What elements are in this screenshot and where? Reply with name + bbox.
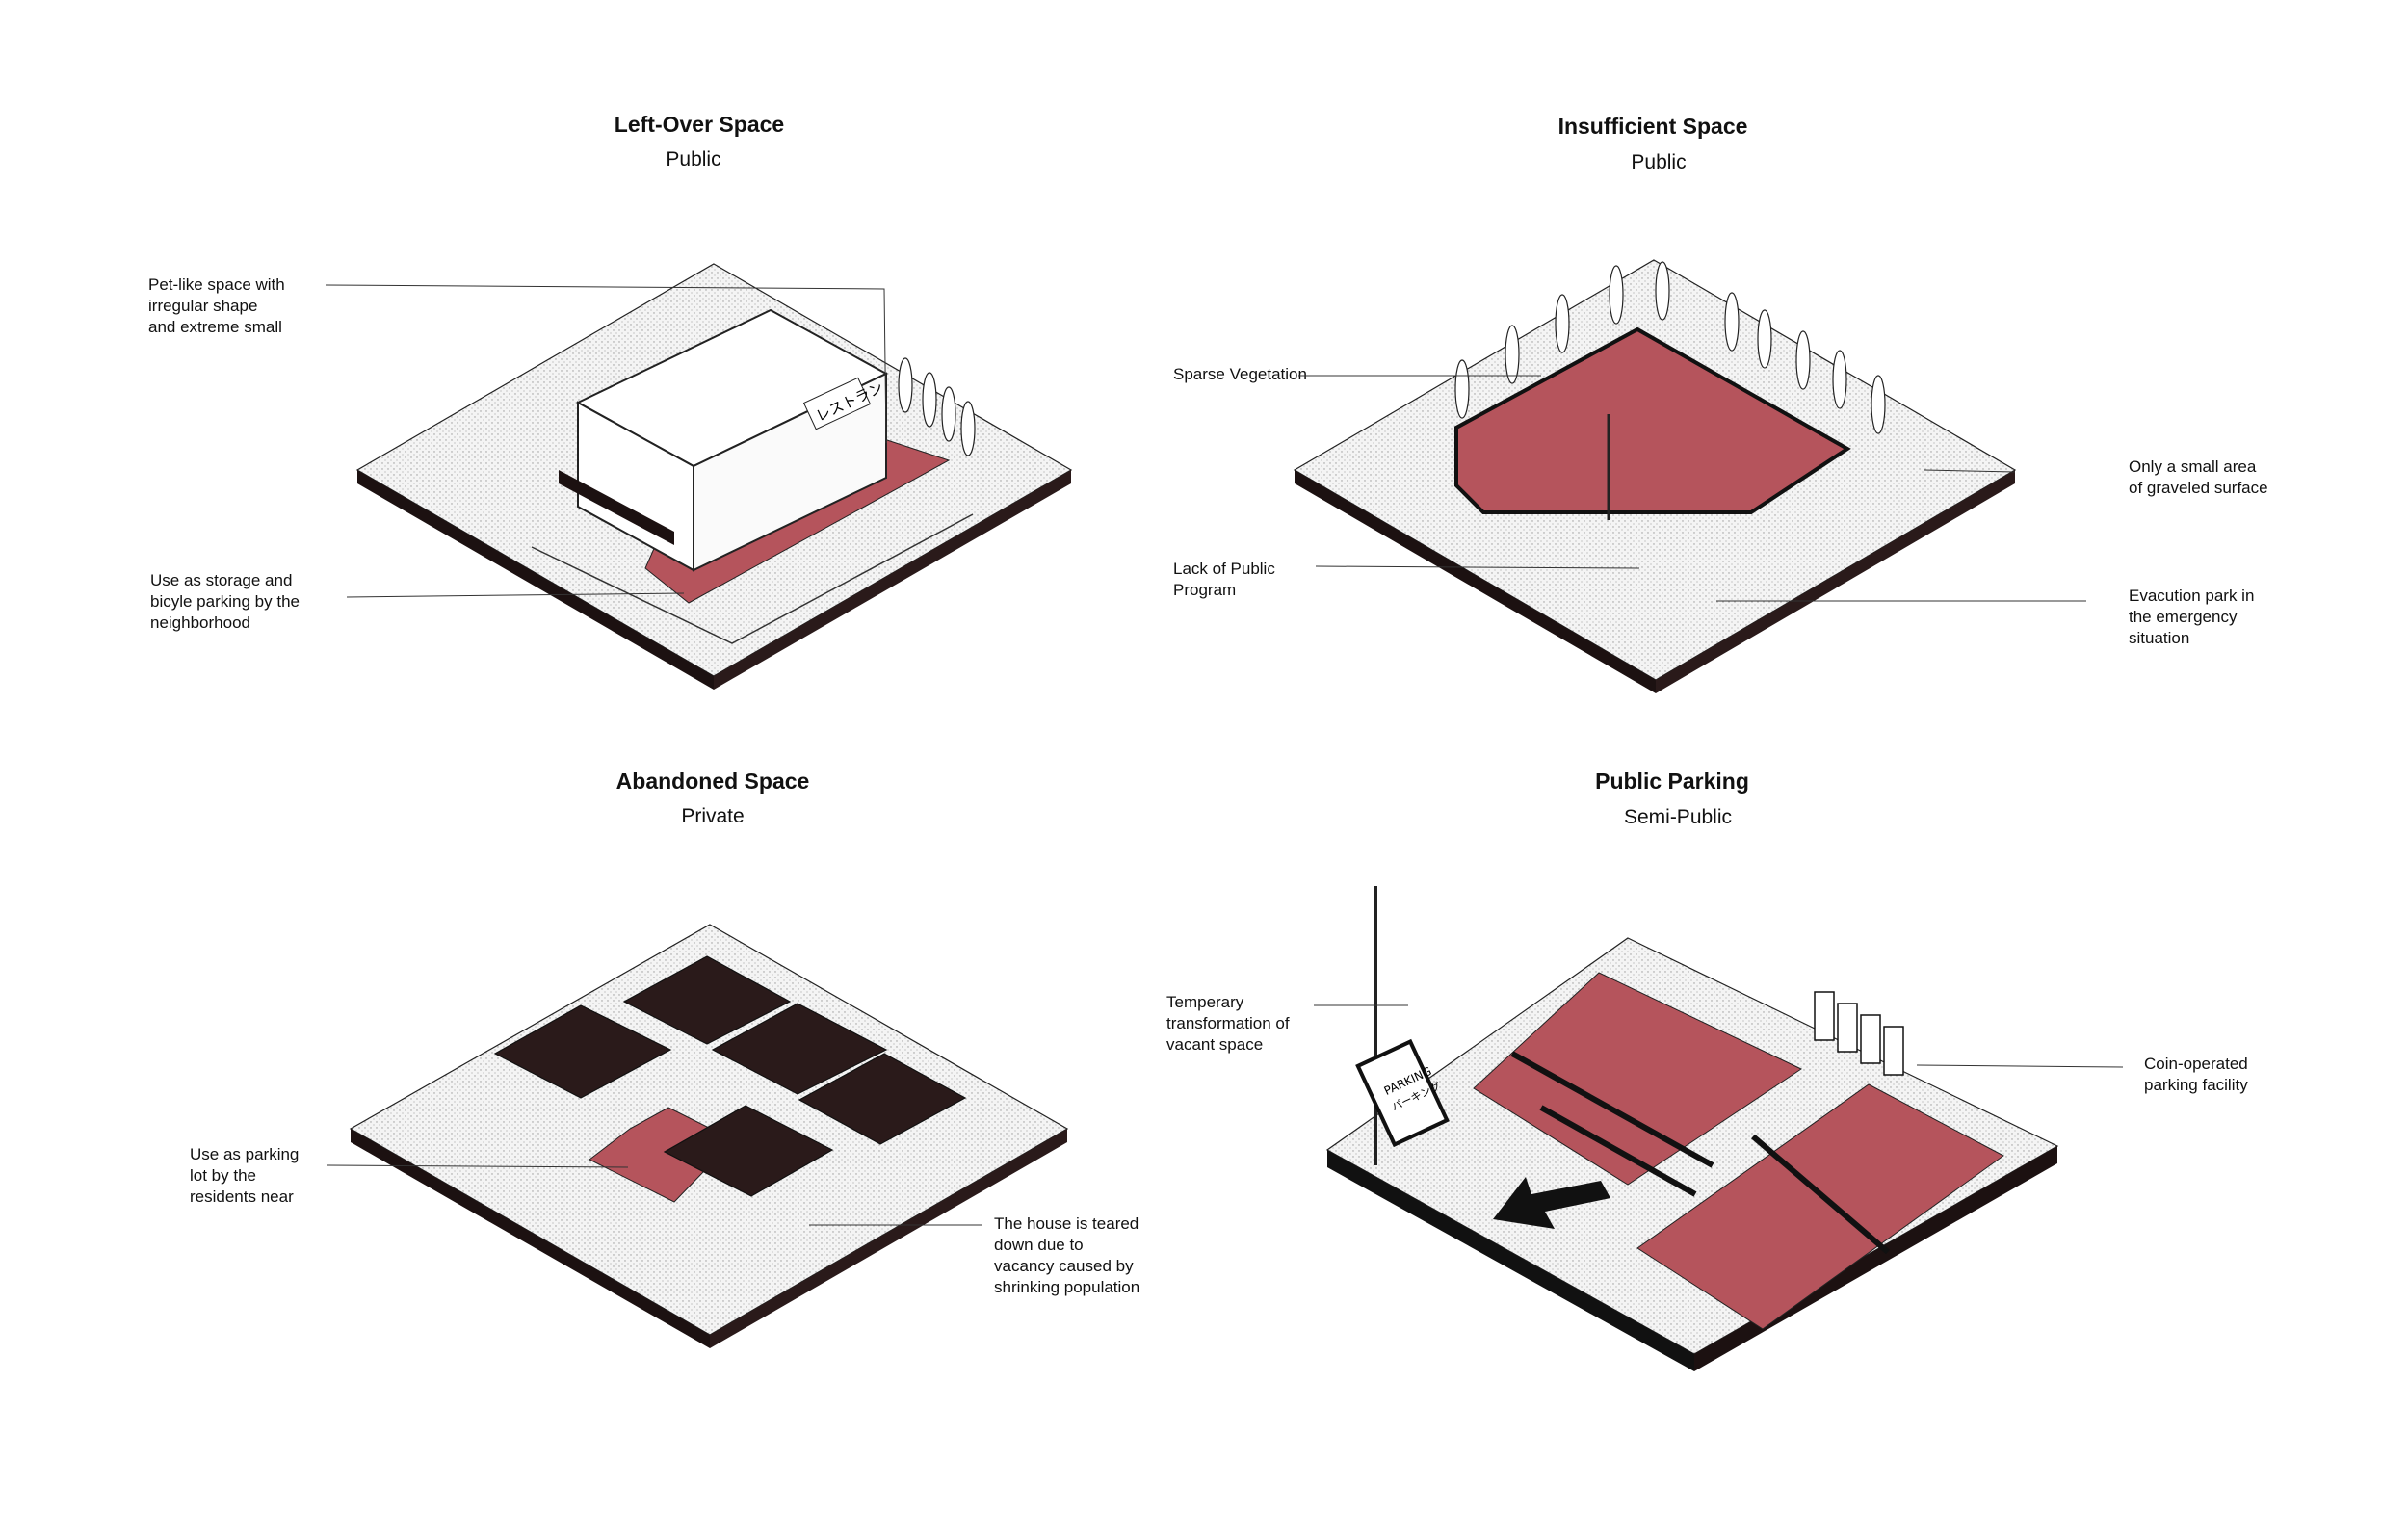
- insufficient-space-diagram: [1295, 260, 2086, 693]
- public-parking-diagram: PARKING パーキング: [1314, 886, 2123, 1371]
- leader-line-coin: [1917, 1065, 2123, 1067]
- abandoned-space-diagram: [327, 925, 1067, 1348]
- leftover-space-diagram: レストラン: [326, 264, 1071, 690]
